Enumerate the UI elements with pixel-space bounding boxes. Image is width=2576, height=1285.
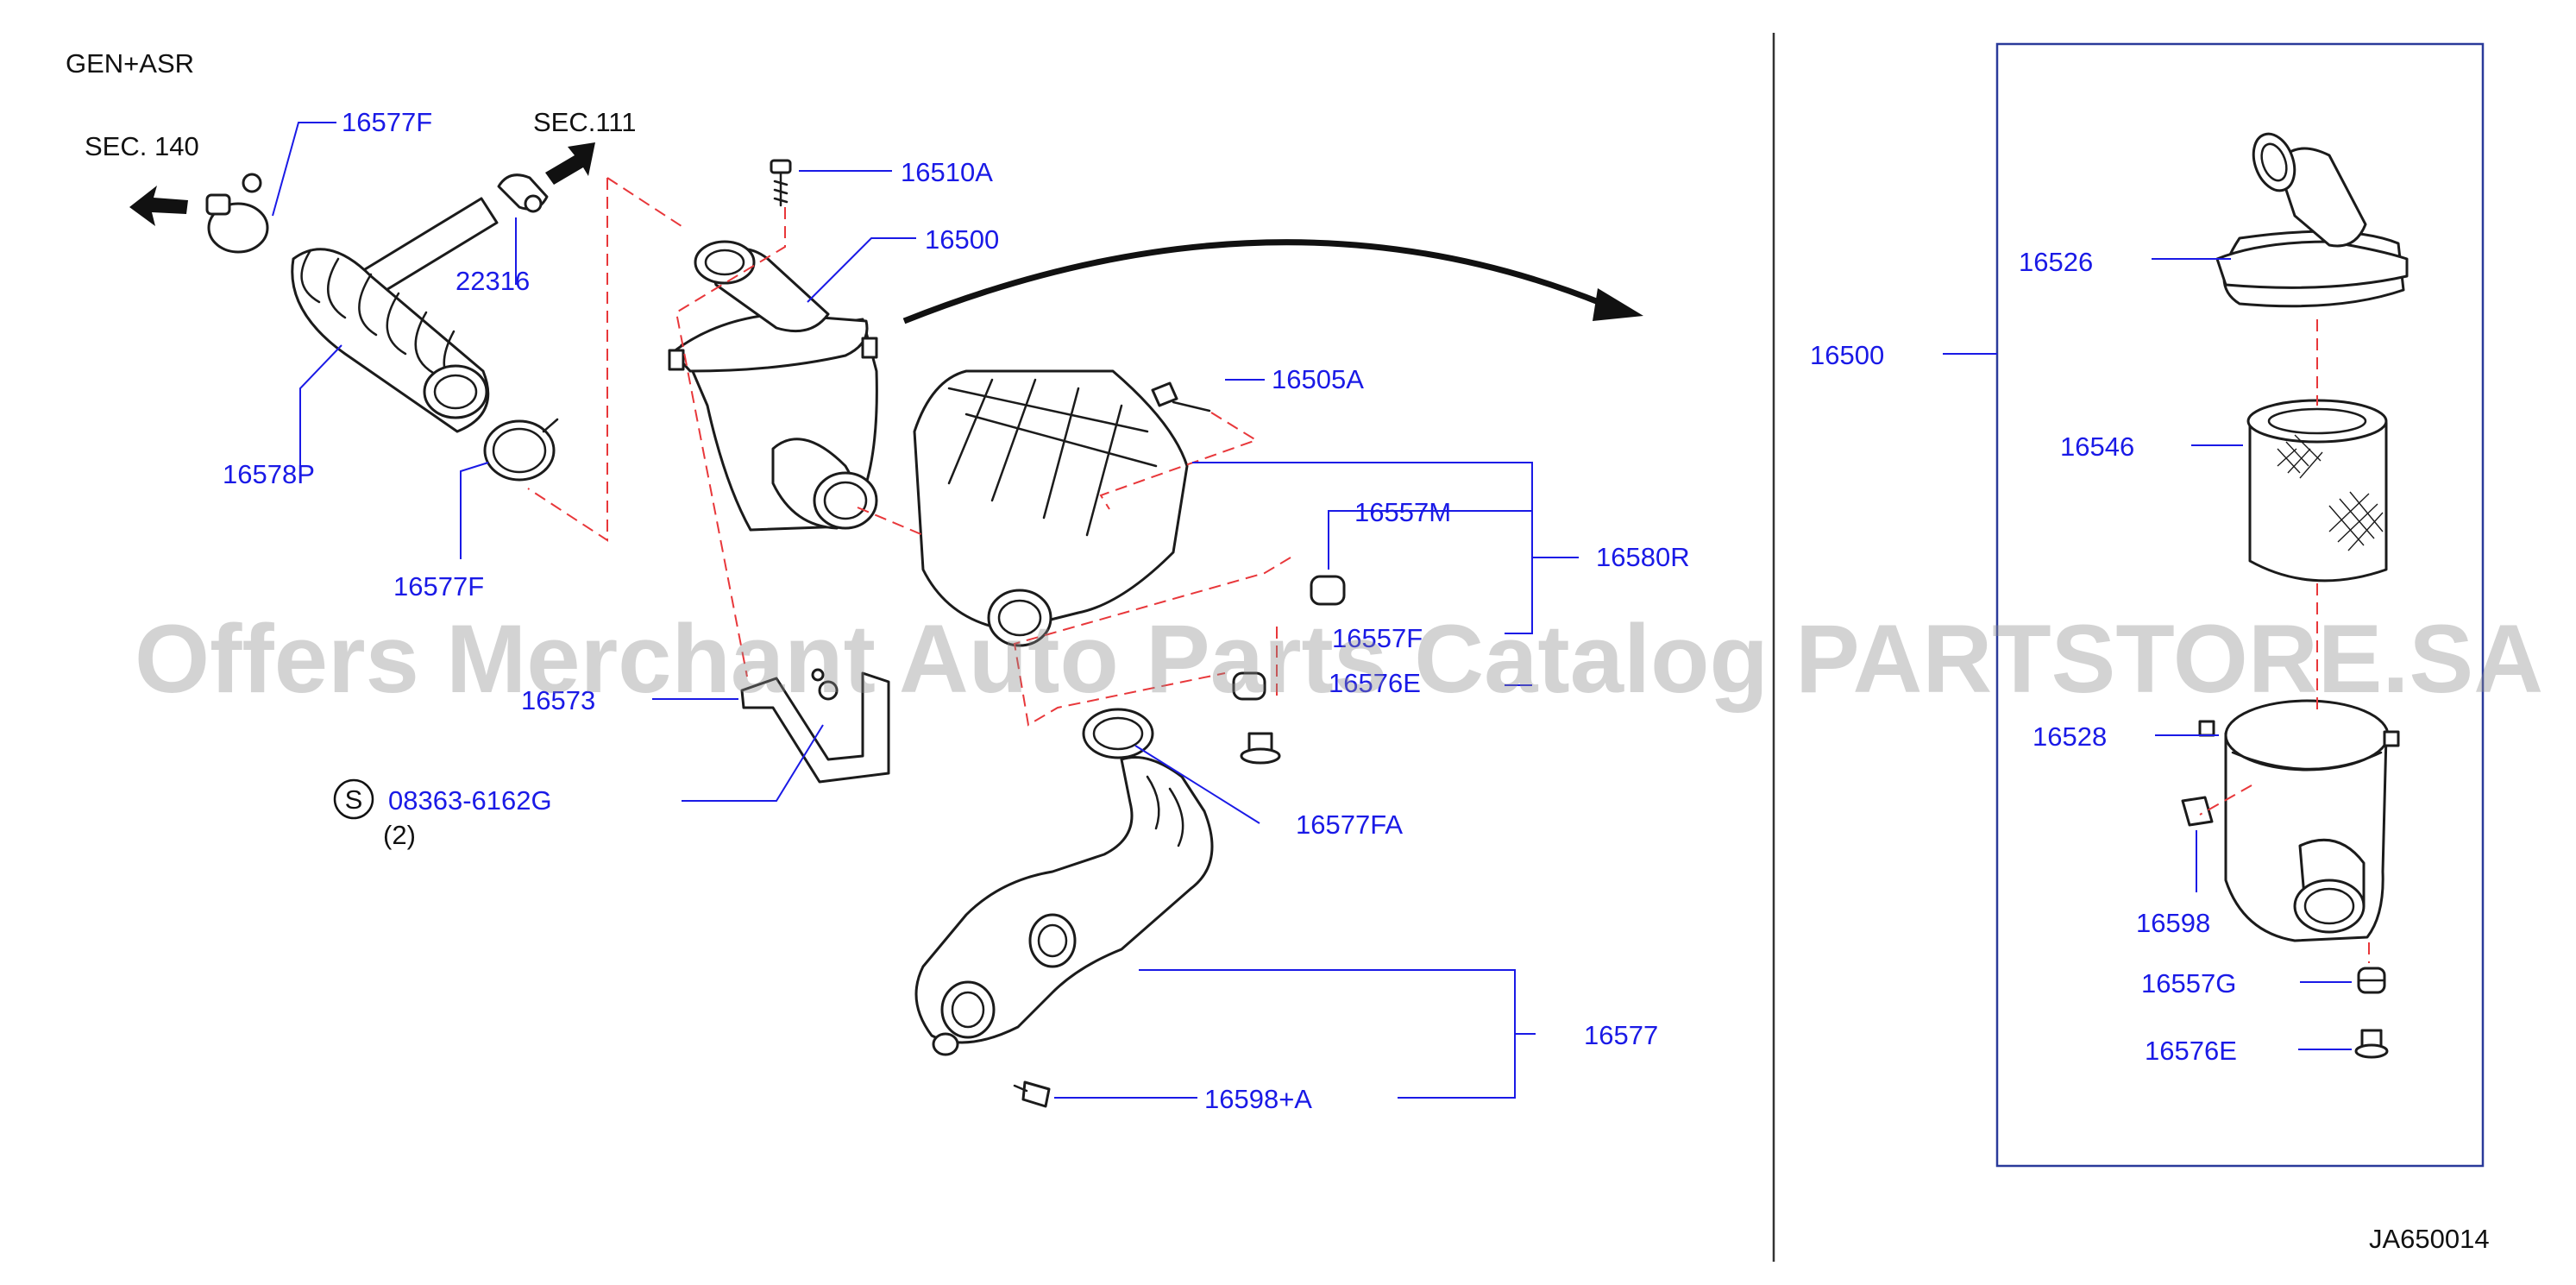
air-cleaner-case-drawing	[2181, 699, 2400, 942]
callout-16580R[interactable]: 16580R	[1596, 542, 1690, 572]
callout-16546[interactable]: 16546	[2060, 431, 2134, 462]
callout-16557M[interactable]: 16557M	[1354, 497, 1451, 527]
callout-16578P[interactable]: 16578P	[223, 459, 315, 489]
callout-16557G[interactable]: 16557G	[2141, 968, 2236, 998]
callout-22316[interactable]: 22316	[456, 266, 530, 296]
section-ref-111[interactable]: SEC.111	[533, 107, 636, 137]
callout-08363-6162G[interactable]: 08363-6162G	[388, 785, 552, 816]
assembly-detail-box	[1995, 42, 2485, 1168]
watermark: Offers Merchant Auto Parts Catalog PARTS…	[135, 605, 2543, 713]
grommet-16576E-icon	[2354, 1029, 2389, 1059]
callout-16577F-top[interactable]: 16577F	[342, 107, 432, 137]
standard-part-symbol: S	[345, 784, 363, 815]
air-cleaner-upper-drawing	[668, 159, 878, 532]
air-filter-element-drawing	[2246, 399, 2388, 583]
callout-16577F-bottom[interactable]: 16577F	[393, 571, 484, 602]
callout-16528[interactable]: 16528	[2033, 721, 2107, 752]
callout-16577FA[interactable]: 16577FA	[1296, 809, 1403, 840]
arrow-sec111-icon	[545, 142, 595, 185]
leader-lines	[272, 122, 2352, 1099]
callout-16577[interactable]: 16577	[1584, 1020, 1658, 1050]
resonator-drawing	[913, 369, 1346, 765]
callout-16510A[interactable]: 16510A	[901, 157, 993, 187]
callout-16500-assy[interactable]: 16500	[1810, 340, 1884, 370]
callout-16573[interactable]: 16573	[521, 685, 595, 715]
variant-label: GEN+ASR	[66, 48, 194, 79]
standard-part-qty: (2)	[383, 820, 416, 850]
callout-16526[interactable]: 16526	[2019, 247, 2093, 277]
lower-duct-drawing	[914, 708, 1214, 1108]
bracket-drawing	[740, 668, 890, 784]
callout-16500-main[interactable]: 16500	[925, 224, 999, 255]
callout-16598A[interactable]: 16598+A	[1204, 1084, 1312, 1114]
standard-part-symbol-icon: S	[333, 778, 374, 820]
arrow-sec140-icon	[129, 186, 188, 226]
section-ref-140[interactable]: SEC. 140	[85, 131, 199, 161]
diagram-code: JA650014	[2369, 1224, 2490, 1254]
callout-16576E-partial[interactable]: 16576E	[1329, 668, 1421, 698]
air-cleaner-cover-drawing	[2215, 132, 2409, 308]
callout-16557F-partial[interactable]: 16557F	[1332, 623, 1423, 653]
grommet-16557G-icon	[2357, 967, 2386, 994]
callout-16505A[interactable]: 16505A	[1272, 364, 1364, 394]
callout-16598[interactable]: 16598	[2136, 908, 2210, 938]
assembly-direction-arrow-icon	[902, 239, 1643, 324]
dashed-assembly-lines	[527, 177, 2370, 963]
intake-hose-drawing	[205, 173, 559, 482]
callout-16576E[interactable]: 16576E	[2145, 1036, 2237, 1066]
